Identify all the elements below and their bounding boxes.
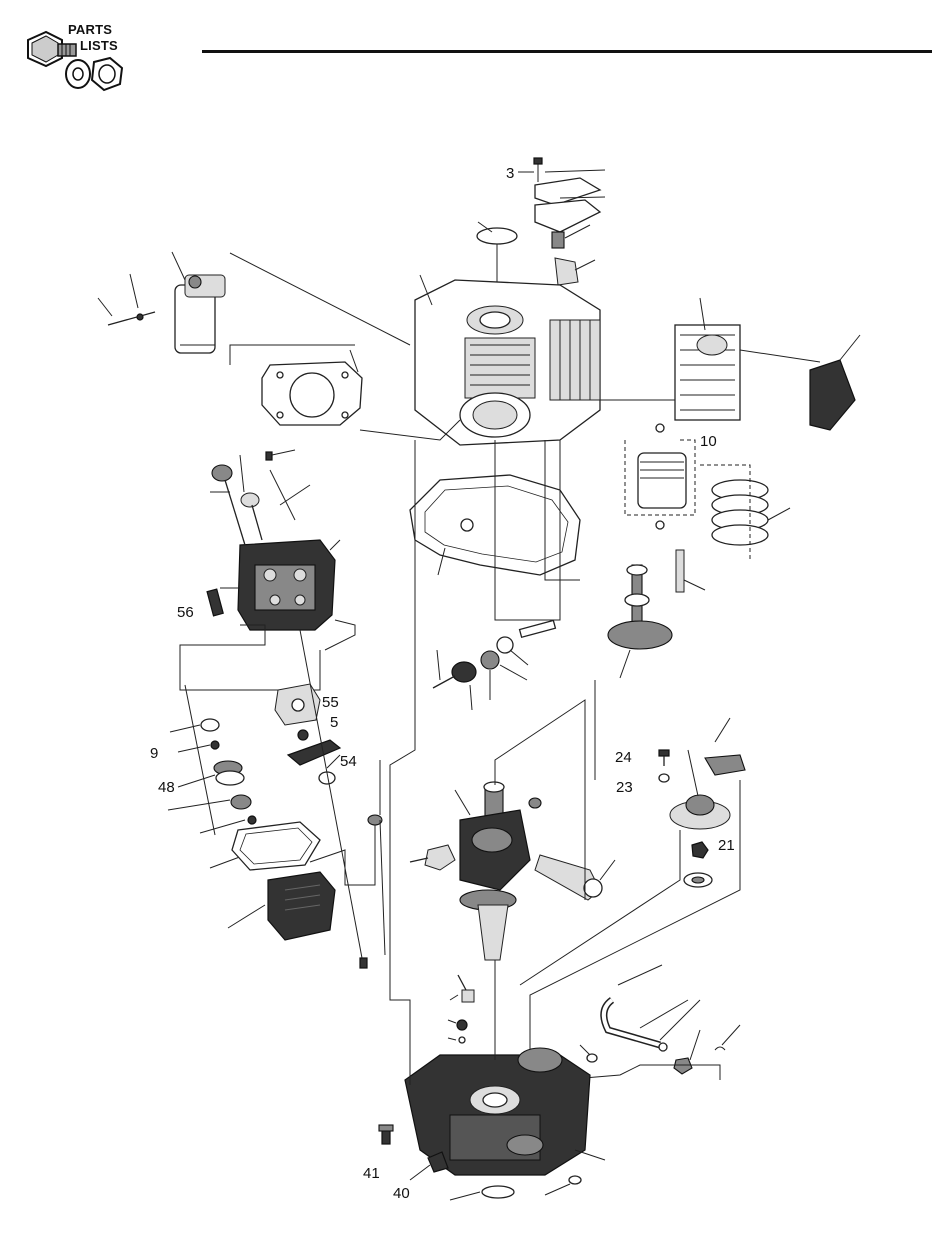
- callout-24: 24: [615, 749, 632, 766]
- valve-cover-gasket: [232, 822, 320, 870]
- rocker-arm: [288, 740, 340, 765]
- connecting-rod: [535, 855, 615, 900]
- governor-parts: [433, 620, 555, 710]
- nut-21: [692, 842, 708, 858]
- cylinder-block: [415, 275, 600, 445]
- washer-23: [659, 774, 669, 782]
- piston: [625, 424, 695, 529]
- rocker-nut: [298, 730, 308, 740]
- callout-54: 54: [340, 753, 357, 770]
- spacer-washer: [684, 873, 712, 887]
- callout-10: 10: [700, 433, 717, 450]
- clamp-bracket: [705, 718, 745, 775]
- rod-cap: [410, 845, 455, 870]
- spring-part: [552, 232, 564, 248]
- woodruff-key: [529, 798, 541, 808]
- oil-pickup-tube: [560, 965, 740, 1080]
- screw-part-3: [534, 158, 542, 182]
- valve-keepers: [266, 450, 310, 520]
- part-56: [207, 588, 240, 616]
- camshaft: [608, 565, 672, 678]
- small-plug-right: [580, 1045, 597, 1062]
- callout-5: 5: [330, 714, 338, 731]
- callout-23: 23: [616, 779, 633, 796]
- bracket-plate: [535, 178, 600, 232]
- cylinder-head: [238, 540, 340, 630]
- intake-exhaust-valves: [210, 455, 262, 545]
- crankshaft: [455, 782, 530, 960]
- callout-21: 21: [718, 837, 735, 854]
- piston-pin: [676, 550, 705, 592]
- lower-bolt-stack: [448, 975, 474, 1043]
- bolt-41: [379, 1125, 393, 1144]
- callout-48: 48: [158, 779, 175, 796]
- callout-55: 55: [322, 694, 339, 711]
- callout-9: 9: [150, 745, 158, 762]
- callout-3: 3: [506, 165, 514, 182]
- valve-cover-left: [268, 872, 335, 940]
- rocker-plate: [275, 684, 320, 725]
- callout-56: 56: [177, 604, 194, 621]
- clip-part: [555, 258, 578, 285]
- callout-40: 40: [393, 1185, 410, 1202]
- valve-cover-right: [740, 335, 860, 430]
- cylinder-barrel-right: [600, 298, 740, 420]
- screw-24: [659, 750, 669, 766]
- plug-part: [368, 760, 382, 825]
- oil-seal-bottom: [450, 1186, 514, 1200]
- callout-41: 41: [363, 1165, 380, 1182]
- piston-rings: [700, 465, 790, 560]
- rocker-pivot-54: [319, 755, 340, 784]
- starter-motor: [98, 252, 410, 353]
- valve-spring-stack: [168, 685, 265, 928]
